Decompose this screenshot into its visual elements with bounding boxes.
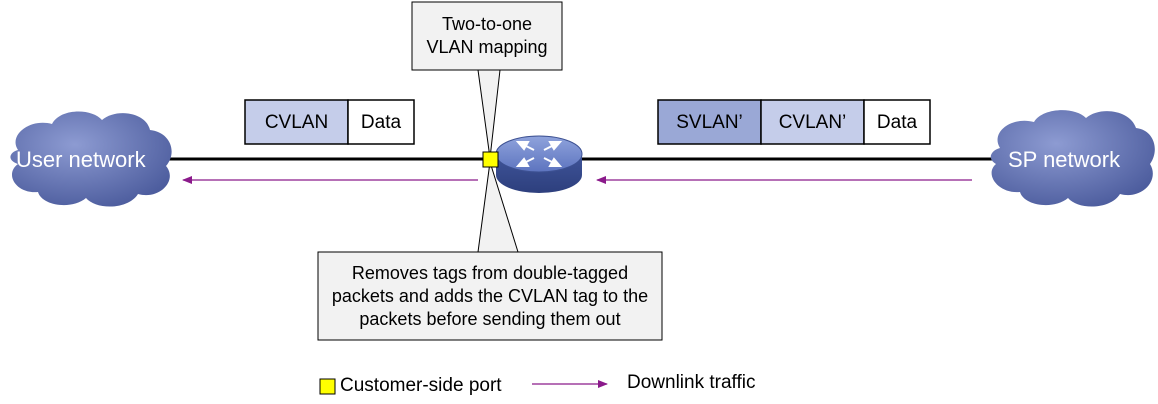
right-frame-svlan-label: SVLAN’ xyxy=(676,111,743,133)
top-callout-pointer xyxy=(477,69,501,159)
user-network-cloud xyxy=(10,111,172,207)
customer-side-port xyxy=(482,151,499,168)
right-frame-data-label: Data xyxy=(876,111,918,133)
bottom-callout-line3: packets before sending them out xyxy=(359,308,621,329)
bottom-callout-line1: Removes tags from double-tagged xyxy=(351,262,629,283)
top-callout-line2: VLAN mapping xyxy=(426,37,548,57)
legend-traffic-label: Downlink traffic xyxy=(627,372,756,393)
switch-device xyxy=(495,135,583,193)
legend-port-label: Customer-side port xyxy=(340,375,502,396)
left-frame-data-label: Data xyxy=(360,111,402,133)
right-frame-svlan-field xyxy=(657,99,762,145)
sp-network-cloud xyxy=(990,110,1155,207)
bottom-callout-box xyxy=(317,251,663,341)
right-frame-cvlan-label: CVLAN’ xyxy=(778,111,847,133)
sp-network-label: SP network xyxy=(1008,147,1121,172)
right-frame-data-field xyxy=(863,99,931,145)
left-frame-cvlan-label: CVLAN xyxy=(264,111,329,133)
switch-arrows-icon xyxy=(515,141,563,167)
user-network-label: User network xyxy=(16,147,146,172)
top-callout-text: Two-to-one VLAN mapping xyxy=(412,12,562,60)
legend-port-swatch xyxy=(319,378,336,395)
top-callout-line1: Two-to-one xyxy=(441,14,533,34)
left-frame-data-field xyxy=(347,99,415,145)
top-callout-box xyxy=(411,1,563,71)
bottom-callout-text: Removes tags from double-tagged packets … xyxy=(318,260,662,332)
bottom-callout-line2: packets and adds the CVLAN tag to the xyxy=(331,285,649,306)
left-frame-cvlan-field xyxy=(244,99,349,145)
